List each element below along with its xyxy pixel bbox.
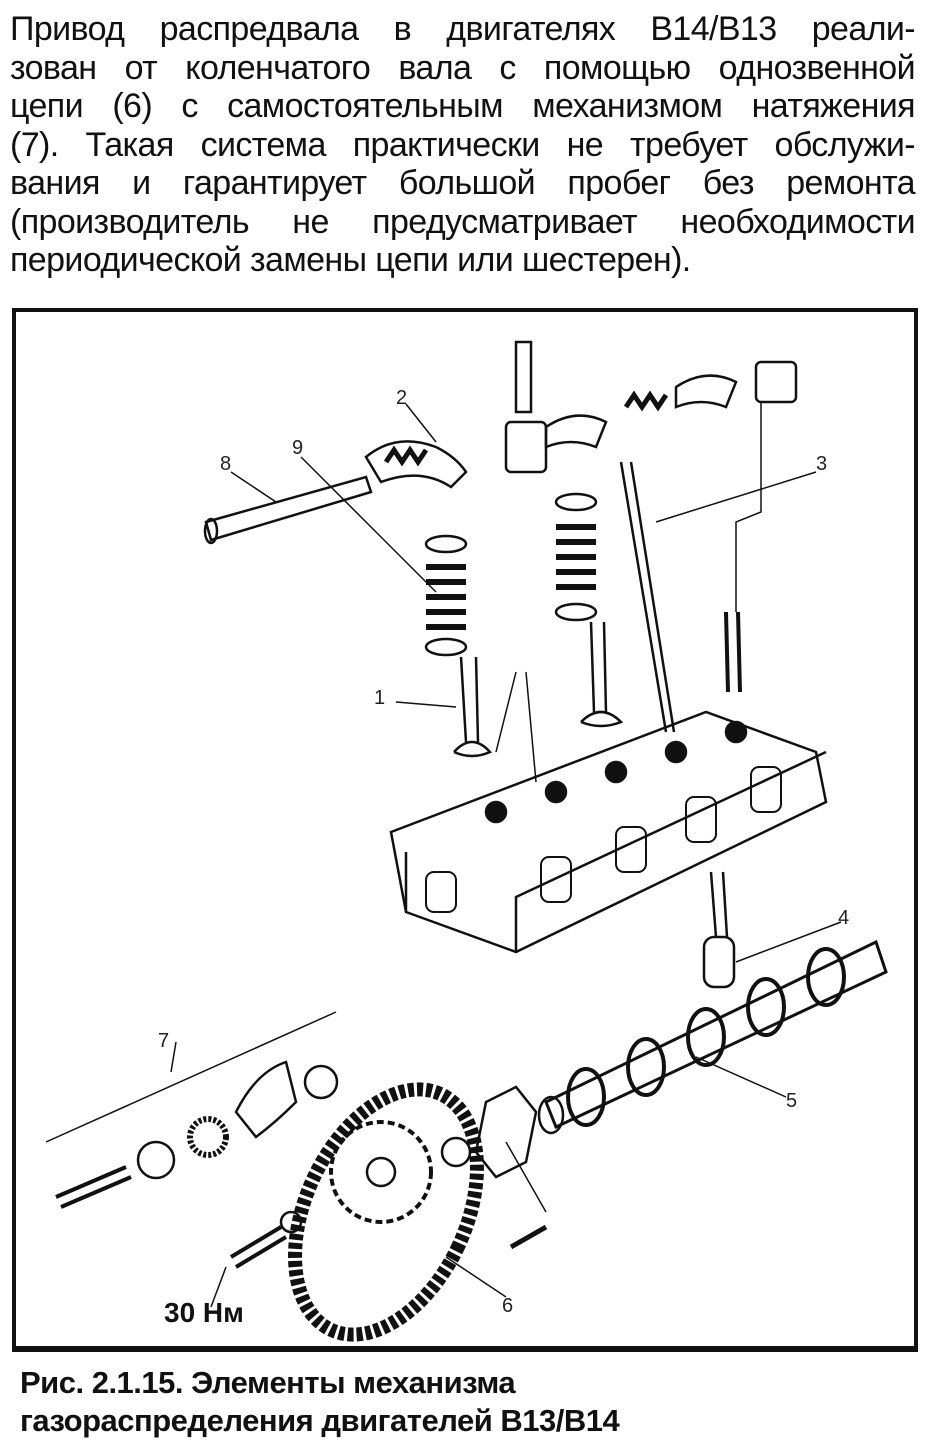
spring-small: [623, 390, 669, 412]
callout-leaders: [210, 402, 842, 1308]
valve-train-diagram: 1 2 3 4 5 6 7 8 9 30 Нм: [12, 308, 918, 1352]
cam-sprocket: [329, 1120, 433, 1224]
camshaft: [544, 939, 888, 1130]
figure-caption: Рис. 2.1.15. Элементы механизма газорасп…: [20, 1364, 620, 1440]
body-paragraph: Привод распредвала в двигателях B14/B13 …: [10, 10, 916, 280]
callout-9: 9: [292, 437, 303, 459]
rocker-support: [504, 420, 548, 474]
spring-seat: [554, 602, 598, 622]
callout-labels: 1 2 3 4 5 6 7 8 9 30 Нм: [158, 387, 849, 1328]
spring-seat: [424, 637, 468, 657]
rocker-bolt: [514, 340, 533, 414]
caption-line: Рис. 2.1.15. Элементы механизма: [20, 1365, 516, 1400]
torque-label: 30 Нм: [164, 1297, 244, 1328]
valve: [580, 621, 624, 728]
rocker-support: [754, 360, 798, 404]
tappet: [702, 935, 736, 989]
callout-7: 7: [158, 1030, 169, 1052]
pushrod: [724, 611, 742, 693]
caption-line: газораспределения двигателей B13/B14: [20, 1403, 620, 1438]
tensioner-washer: [136, 1140, 176, 1180]
pushrod: [619, 461, 676, 733]
paragraph-line: периодической замены цепи или шестерен).: [10, 241, 691, 279]
sprocket-washer: [279, 1210, 303, 1234]
tensioner-shoe: [234, 1060, 298, 1139]
paragraph-line: (производитель не предусматривает необхо…: [10, 202, 916, 241]
spring-retainer: [424, 534, 468, 554]
camshaft-journal: [537, 1095, 565, 1135]
spring-retainer: [554, 492, 598, 512]
rocker-shaft-bolt: [204, 475, 373, 542]
spring-small: [383, 445, 429, 467]
head-port: [425, 766, 782, 913]
callout-6: 6: [502, 1295, 513, 1317]
head-valve-seat: [484, 720, 748, 824]
sprocket-bolt: [229, 1225, 288, 1269]
tappet-rod: [709, 871, 729, 938]
tensioner-group-bracket: [45, 1011, 337, 1143]
exploded-view-drawing: 1 2 3 4 5 6 7 8 9 30 Нм: [45, 340, 888, 1342]
callout-4: 4: [838, 907, 849, 929]
paragraph-line: Привод распредвала в двигателях B14/B13 …: [10, 10, 916, 48]
seal-ring: [440, 1136, 472, 1168]
tensioner-ring: [303, 1064, 339, 1100]
valve: [453, 656, 493, 758]
tensioner-spring: [187, 1116, 229, 1158]
rocker-arm: [674, 374, 738, 409]
cam-lobe: [566, 947, 846, 1127]
sprocket-hub: [365, 1156, 397, 1188]
tensioner-bolt: [55, 1165, 132, 1209]
paragraph-line: вания и гарантирует большой пробег без р…: [10, 164, 916, 202]
paragraph-line: цепи (6) с самостоятельным механизмом на…: [10, 87, 916, 125]
cylinder-head-edge: [404, 750, 827, 952]
bolt-head: [203, 517, 219, 545]
callout-8: 8: [220, 453, 231, 475]
callout-5: 5: [786, 1090, 797, 1112]
plate-bolt: [509, 1224, 548, 1250]
paragraph-line: (7). Такая система практически не требуе…: [10, 125, 916, 164]
callout-1: 1: [374, 687, 385, 709]
rocker-arm: [364, 440, 468, 489]
paragraph-line: зован от коленчатого вала с помощью одно…: [10, 48, 916, 87]
rocker-arm: [544, 414, 608, 449]
timing-chain: [288, 1082, 484, 1342]
thrust-plate: [474, 1085, 538, 1179]
valve-spring: [426, 524, 596, 630]
callout-3: 3: [816, 453, 827, 475]
callout-2: 2: [396, 387, 407, 409]
